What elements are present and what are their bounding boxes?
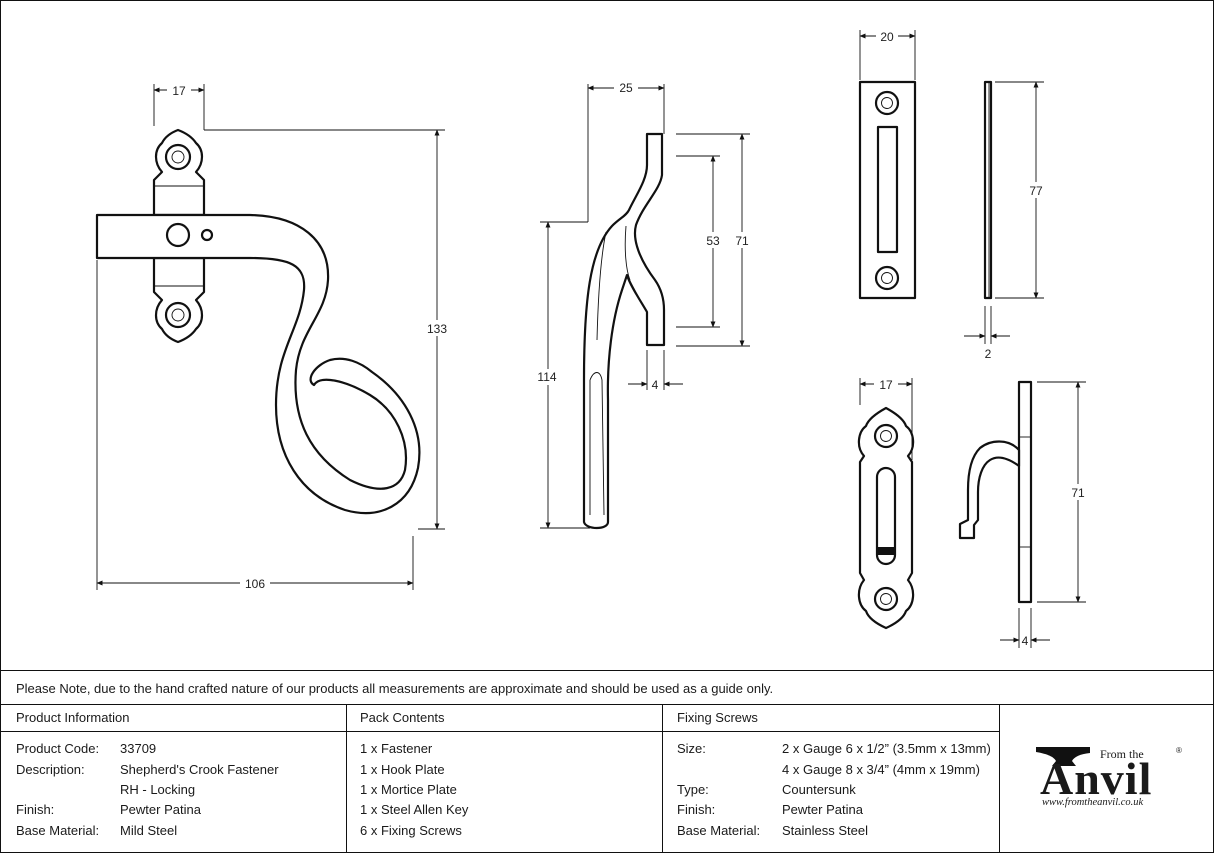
hook-plate-latch [877,547,895,555]
grub-screw-hole [200,228,214,242]
product-info-header: Product Information [16,710,130,725]
screw-hole-top [164,143,192,171]
pack-item: 1 x Hook Plate [360,762,445,777]
fixing-screws-value: Pewter Patina [782,802,863,817]
hook-plate-slot [875,466,897,566]
col-divider-1 [346,704,347,853]
mortice-plate-view: 20 77 2 [858,29,1047,361]
product-info-value: Mild Steel [120,823,178,838]
logo-registered-mark: ® [1176,746,1182,755]
dim-106: 106 [245,577,265,591]
product-info-label: Base Material: [16,823,100,838]
pack-item: 1 x Fastener [360,741,433,756]
dim-133: 133 [427,322,447,336]
pack-contents-header: Pack Contents [360,710,445,725]
dim-77: 77 [1029,184,1043,198]
col-divider-2 [662,704,663,853]
product-info-label: Product Code: [16,741,100,756]
fixing-screws-label: Size: [677,741,706,756]
logo-from-text: From the [1100,747,1144,761]
screw-hole-bottom [164,301,192,329]
fastener-backplate [152,128,206,217]
fixing-screws-value: 2 x Gauge 6 x 1/2” (3.5mm x 13mm) [782,741,991,756]
dim-17-front: 17 [172,84,186,98]
anvil-icon [1036,747,1090,766]
logo-anvil-text: Anvil [1040,753,1153,804]
technical-drawing: 17 133 106 25 114 53 [95,29,1089,648]
fastener-side-view: 25 114 53 71 4 [533,81,753,530]
dim-20: 20 [880,30,894,44]
hook-plate-side [1017,380,1033,604]
dim-4-side: 4 [652,378,659,392]
dim-17-hook: 17 [879,378,893,392]
header-bottom-border [0,731,1000,732]
product-info-value: Pewter Patina [120,802,201,817]
dim-114: 114 [537,370,556,384]
pack-item: 6 x Fixing Screws [360,823,462,838]
col-divider-3 [999,704,1000,853]
product-info-label: Finish: [16,802,55,817]
dim-71-hook: 71 [1071,486,1085,500]
dim-2: 2 [985,347,992,361]
dim-4-hook: 4 [1022,634,1029,648]
fastener-backplate-lower [152,256,206,344]
fixing-screws-value: Countersunk [782,782,856,797]
fixing-screws-value: Stainless Steel [782,823,868,838]
pack-item: 1 x Mortice Plate [360,782,457,797]
fixing-screws-header: Fixing Screws [677,710,758,725]
hook-profile [958,440,1021,540]
dim-25: 25 [619,81,633,95]
product-info-value: 33709 [120,741,157,756]
fixing-screws-label: Base Material: [677,823,761,838]
note-bottom-border [0,704,1214,705]
dim-53: 53 [706,234,720,248]
dim-71-side: 71 [735,234,749,248]
logo-url: www.fromtheanvil.co.uk [1042,797,1144,808]
locking-hole [165,222,191,248]
mortice-plate-front [858,80,917,300]
fixing-screws-label: Finish: [677,802,716,817]
fixing-screws-value: 4 x Gauge 8 x 3/4” (4mm x 19mm) [782,762,980,777]
fastener-front-view: 17 133 106 [95,82,450,591]
product-info-label: Description: [16,762,85,777]
product-info-value: Shepherd's Crook Fastener [120,762,279,777]
product-info-value: RH - Locking [120,782,196,797]
fixing-screws-label: Type: [677,782,709,797]
hook-plate-view: 17 71 4 [857,377,1089,648]
shepherds-crook-arm [95,213,421,515]
table-top-border [0,670,1214,671]
fastener-side-profile [582,132,666,530]
mortice-slot [876,125,899,254]
mortice-plate-edge [983,80,993,300]
pack-item: 1 x Steel Allen Key [360,802,469,817]
measurement-note: Please Note, due to the hand crafted nat… [16,681,774,696]
